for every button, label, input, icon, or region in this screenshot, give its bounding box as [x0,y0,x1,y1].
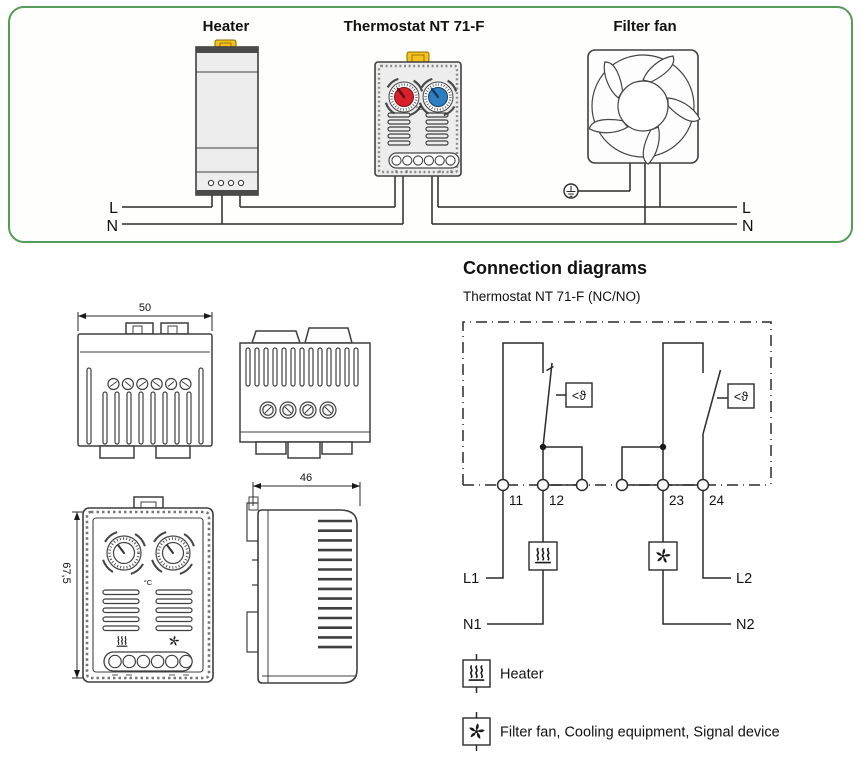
terminal-24-label: 24 [709,493,725,508]
temp-sensor-symbol: <ϑ [572,389,586,403]
heater-symbol-icon [534,547,552,564]
l1-label: L1 [463,571,479,587]
legend-row-heater: Heater [462,654,544,693]
fan-impeller [588,55,701,165]
depth-dimension: 46 [300,472,312,484]
connection-diagram-subtitle: Thermostat NT 71-F (NC/NO) [463,289,641,304]
width-dimension: 50 [139,302,151,314]
heater-label: Heater [203,18,250,35]
temp-unit-label: °C [144,578,153,587]
legend-row-fan: Filter fan, Cooling equipment, Signal de… [462,712,780,751]
external-wiring [486,485,731,625]
terminal-11-label: 11 [509,493,523,508]
vent-slots [387,112,449,146]
dial-left [101,530,148,576]
terminal-row [108,654,193,669]
l2-label: L2 [736,571,752,587]
enclosure-boundary [462,321,772,485]
side-view-drawing: 46 [246,472,361,684]
supply-wires [122,163,737,225]
vent-slots [102,589,193,632]
front-view-drawing: 67,5 °C [60,496,214,683]
n2-label: N2 [736,617,755,633]
temp-sensor-symbol: <ϑ [734,390,748,404]
thermostat-label: Thermostat NT 71-F [344,18,485,35]
terminal-12-label: 12 [549,493,564,508]
heat-icon [116,636,128,647]
dimensional-drawings: 50 [60,302,371,684]
cold-knob [417,76,459,118]
application-example-diagram: Heater Thermostat NT 71-F Filter fan L N… [106,18,754,235]
top-view-drawing: 50 [77,302,213,459]
dial-right [150,530,196,576]
terminal-row [391,155,456,166]
n1-label: N1 [463,617,482,633]
heater-symbol-icon [468,665,485,681]
earth-ground-icon [563,183,579,199]
legend-fan-label: Filter fan, Cooling equipment, Signal de… [500,725,780,741]
connection-diagrams-title: Connection diagrams [463,258,648,278]
n-label-right: N [742,218,754,235]
no-contact-circuit: <ϑ [621,342,755,485]
connection-diagram: <ϑ <ϑ 11 12 [462,321,780,751]
heater-device [195,39,259,196]
l-label-right: L [742,200,751,217]
bottom-view-drawing [239,327,371,459]
nc-contact-circuit: <ϑ [502,342,593,485]
l-label-left: L [109,200,118,217]
filter-fan-label: Filter fan [613,18,676,35]
n-label-left: N [106,218,118,235]
legend-heater-label: Heater [500,667,544,683]
height-dimension: 67,5 [60,562,72,583]
terminal-circles [496,478,710,492]
filter-fan-device [587,49,701,165]
terminal-23-label: 23 [669,493,684,508]
thermostat-device: °C [374,51,462,177]
temp-unit-label: °C [416,106,422,112]
